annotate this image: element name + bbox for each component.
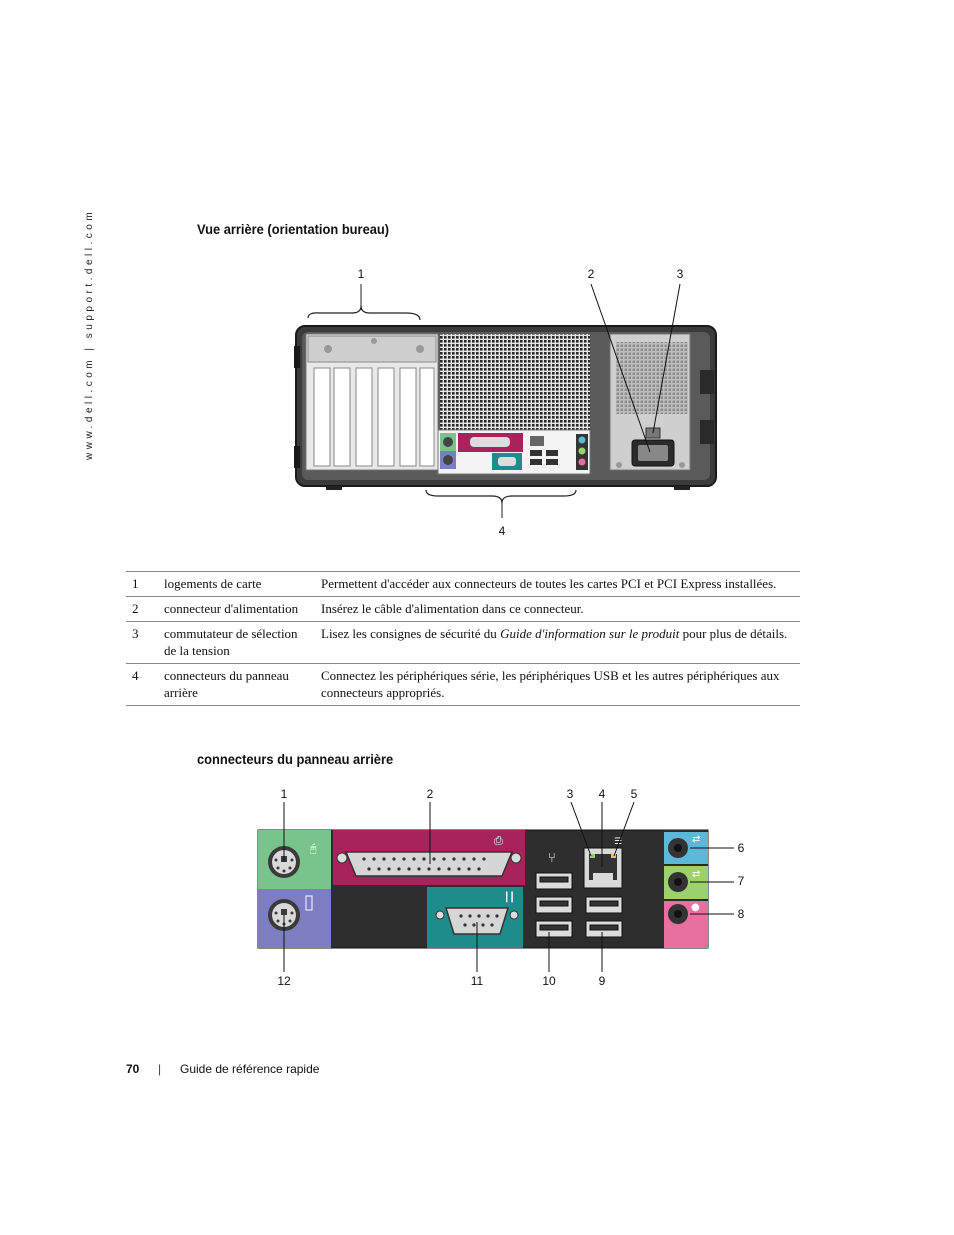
table-row: 2 connecteur d'alimentation Insérez le c… <box>126 596 800 622</box>
row-description: Lisez les consignes de sécurité du Guide… <box>315 621 800 664</box>
usb-port-right-top <box>585 896 623 914</box>
usb-icon: ⑂ <box>548 851 556 866</box>
desc-text-after: pour plus de détails. <box>679 626 788 641</box>
product-guide-title: Guide d'information sur le produit <box>500 626 680 641</box>
callout-description-table: 1 logements de carte Permettent d'accéde… <box>126 571 800 706</box>
sidebar-url: www.dell.com | support.dell.com <box>84 208 95 460</box>
serial-icon: ┃┃ <box>504 891 515 903</box>
keyboard-icon <box>305 895 313 911</box>
row-term: logements de carte <box>158 571 315 597</box>
connector-callout-3: 3 <box>567 787 574 801</box>
vent-grille <box>440 334 590 430</box>
table-row: 1 logements de carte Permettent d'accéde… <box>126 571 800 597</box>
table-row: 4 connecteurs du panneau arrière Connect… <box>126 663 800 706</box>
callout-4-label: 4 <box>499 524 506 538</box>
row-description: Connectez les périphériques série, les p… <box>315 663 800 706</box>
usb-port-left-middle <box>535 896 573 914</box>
section-title-rear-view: Vue arrière (orientation bureau) <box>197 221 390 237</box>
connector-callout-5: 5 <box>631 787 638 801</box>
back-panel-connectors-diagram: 1 2 3 4 5 6 7 8 9 10 11 12 🖰 ⎙ <box>257 787 745 988</box>
usb-port-left-top <box>535 872 573 890</box>
callout-2-label: 2 <box>588 267 595 281</box>
network-icon: ☰ <box>614 837 622 847</box>
microphone-jack <box>668 904 688 924</box>
connector-callout-7: 7 <box>738 874 745 888</box>
connector-callout-1: 1 <box>281 787 288 801</box>
connector-callout-10: 10 <box>542 974 556 988</box>
rear-view-diagram: 1 2 3 4 <box>294 267 717 538</box>
footer-guide-title: Guide de référence rapide <box>180 1062 320 1076</box>
line-in-jack <box>668 838 688 858</box>
row-number: 1 <box>126 571 158 597</box>
line-in-icon: ⇄ <box>692 834 700 845</box>
desc-text-before: Lisez les consignes de sécurité du <box>321 626 501 641</box>
row-term: connecteurs du panneau arrière <box>158 663 315 706</box>
row-description: Insérez le câble d'alimentation dans ce … <box>315 596 800 622</box>
row-description: Permettent d'accéder aux connecteurs de … <box>315 571 800 597</box>
row-number: 3 <box>126 621 158 664</box>
page-number: 70 <box>126 1062 140 1076</box>
brace-back-panel <box>425 489 577 504</box>
line-out-jack <box>668 872 688 892</box>
usb-port-right-bottom <box>585 920 623 938</box>
network-activity-light <box>611 854 616 858</box>
footer-separator: | <box>158 1062 162 1076</box>
brace-card-slots <box>307 305 421 321</box>
connector-callout-2: 2 <box>427 787 434 801</box>
connector-callout-9: 9 <box>599 974 606 988</box>
connector-callout-6: 6 <box>738 841 745 855</box>
connector-callout-8: 8 <box>738 907 745 921</box>
section-title-back-panel-connectors: connecteurs du panneau arrière <box>197 751 394 767</box>
link-integrity-light <box>590 854 595 858</box>
connector-callout-11: 11 <box>471 974 484 988</box>
printer-icon: ⎙ <box>494 834 503 847</box>
line-out-icon: ⇄ <box>692 869 700 880</box>
row-term: commutateur de sélection de la tension <box>158 621 315 664</box>
usb-port-left-bottom <box>535 920 573 938</box>
mouse-icon: 🖰 <box>310 842 317 855</box>
table-row: 3 commutateur de sélection de la tension… <box>126 621 800 664</box>
row-number: 4 <box>126 663 158 706</box>
microphone-icon: ● <box>691 902 700 913</box>
row-number: 2 <box>126 596 158 622</box>
connector-callout-12: 12 <box>277 974 291 988</box>
callout-3-label: 3 <box>677 267 684 281</box>
callout-1-label: 1 <box>358 267 365 281</box>
connector-callout-4: 4 <box>599 787 606 801</box>
row-term: connecteur d'alimentation <box>158 596 315 622</box>
